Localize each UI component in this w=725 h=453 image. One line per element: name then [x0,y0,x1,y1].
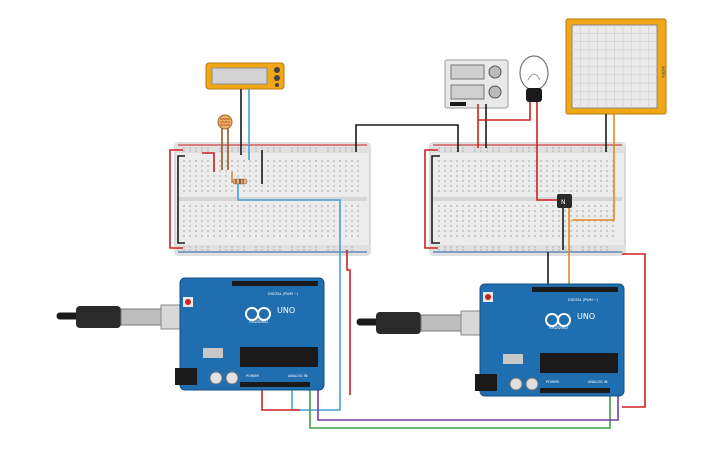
transistor-label: N [561,199,566,206]
breadboard-left[interactable] [174,142,371,256]
arduino-right-digital-label: DIGITAL (PWM ~) [568,298,599,302]
oscilloscope-label: xs/div [661,66,666,78]
multimeter[interactable] [205,62,285,90]
arduino-left-digital-label: DIGITAL (PWM ~) [268,292,299,296]
arduino-right-power-label: POWER [546,380,560,384]
resistor[interactable] [232,178,248,185]
arduino-right-brand: ARDUINO [549,325,568,330]
arduino-uno-left[interactable]: UNO ARDUINO DIGITAL (PWM ~) ANALOG IN PO… [175,277,325,391]
arduino-uno-right[interactable]: UNO ARDUINO DIGITAL (PWM ~) ANALOG IN PO… [475,283,625,397]
arduino-left-brand: ARDUINO [249,319,268,324]
wires [169,89,646,429]
usb-cable-right[interactable] [356,310,486,336]
arduino-right-model: UNO [577,312,595,321]
arduino-left-model: UNO [277,306,295,315]
usb-cable-left[interactable] [56,304,186,330]
transistor[interactable]: N [557,194,572,208]
arduino-right-analog-label: ANALOG IN [588,380,608,384]
power-supply[interactable] [444,59,509,109]
light-bulb[interactable] [519,55,549,102]
oscilloscope[interactable]: xs/div [565,18,667,115]
breadboard-right[interactable] [429,142,626,256]
photoresistor[interactable] [217,114,233,130]
arduino-left-analog-label: ANALOG IN [288,374,308,378]
arduino-left-power-label: POWER [246,374,260,378]
